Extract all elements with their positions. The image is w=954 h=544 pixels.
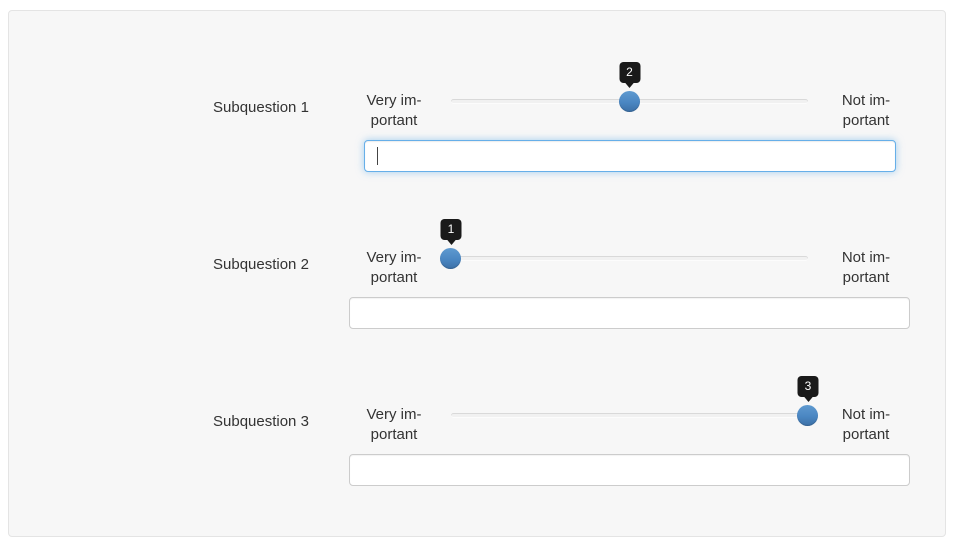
tooltip-arrow-icon xyxy=(803,396,813,402)
slider-track[interactable] xyxy=(451,256,808,261)
slider-min-label: Very im- portant xyxy=(366,406,422,443)
slider-value: 3 xyxy=(797,376,819,397)
slider-value-tooltip: 3 xyxy=(797,376,819,402)
subquestion-label: Subquestion 2 xyxy=(213,256,309,273)
slider-min-label: Very im- portant xyxy=(366,92,422,129)
slider-value-tooltip: 2 xyxy=(619,62,640,88)
text-caret xyxy=(377,147,378,165)
comment-input[interactable] xyxy=(349,454,910,486)
subquestion-label: Subquestion 1 xyxy=(213,99,309,116)
comment-input-wrap xyxy=(364,140,896,172)
slider-max-label: Not im- portant xyxy=(841,406,891,443)
form-panel: Subquestion 1 Very im- portant 2 Not im-… xyxy=(8,10,946,537)
slider-handle[interactable] xyxy=(797,405,818,426)
slider-track[interactable] xyxy=(451,413,808,418)
slider-max-label: Not im- portant xyxy=(841,92,891,129)
subquestion-row: Subquestion 1 Very im- portant 2 Not im-… xyxy=(9,62,945,177)
comment-input[interactable] xyxy=(364,140,896,172)
slider-value: 2 xyxy=(619,62,640,83)
subquestion-row: Subquestion 3 Very im- portant 3 Not im-… xyxy=(9,376,945,491)
slider-handle[interactable] xyxy=(440,248,461,269)
slider-value: 1 xyxy=(440,219,462,240)
tooltip-arrow-icon xyxy=(624,82,635,88)
slider-value-tooltip: 1 xyxy=(440,219,462,245)
comment-input-wrap xyxy=(349,297,910,329)
tooltip-arrow-icon xyxy=(446,239,456,245)
slider-max-label: Not im- portant xyxy=(841,249,891,286)
comment-input[interactable] xyxy=(349,297,910,329)
slider-min-label: Very im- portant xyxy=(366,249,422,286)
subquestion-row: Subquestion 2 Very im- portant 1 Not im-… xyxy=(9,219,945,334)
comment-input-wrap xyxy=(349,454,910,486)
slider-handle[interactable] xyxy=(618,91,640,112)
subquestion-label: Subquestion 3 xyxy=(213,413,309,430)
